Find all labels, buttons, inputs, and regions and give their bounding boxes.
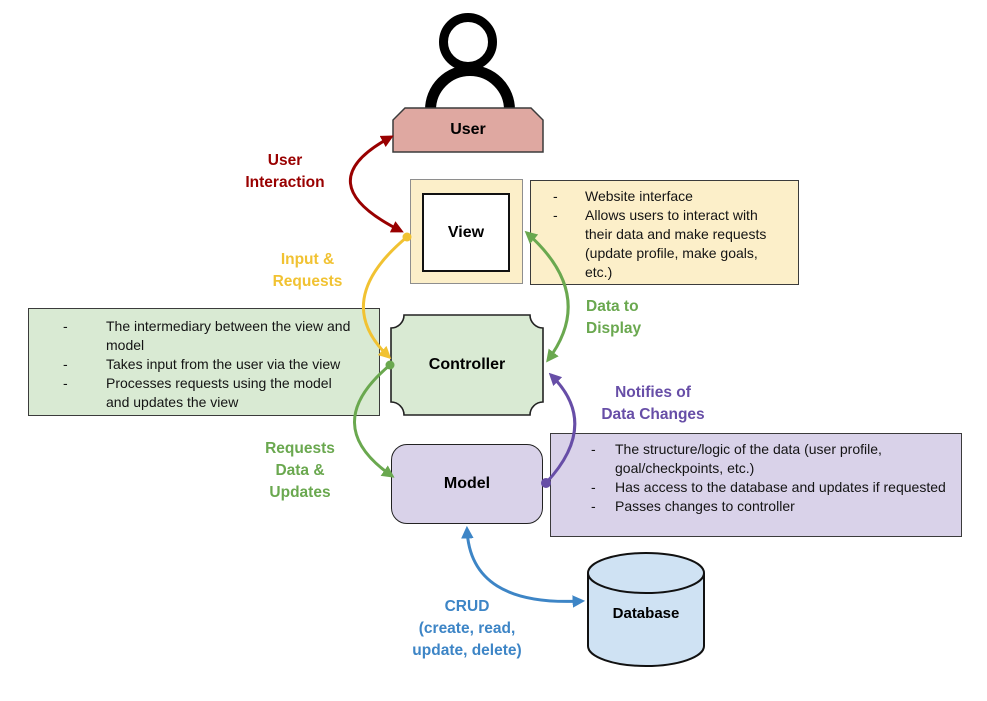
controller-note: - The intermediary between the view and …	[28, 308, 380, 416]
bullet-dash: -	[591, 498, 596, 514]
controller-label: Controller	[428, 356, 506, 373]
list-item: - Website interface	[553, 188, 693, 204]
list-item: - Passes changes to controller	[591, 498, 795, 514]
edge-label-crud: CRUD (create, read, update, delete)	[412, 598, 522, 659]
edge-label-requests-data-updates: Requests Data & Updates	[265, 440, 335, 501]
edge-label-notifies-of-data-changes: Notifies of Data Changes	[601, 384, 705, 423]
edge-label-data-to-display: Data to Display	[586, 298, 642, 337]
edge-label-user-interaction: User Interaction	[245, 152, 325, 191]
model-label: Model	[443, 475, 491, 492]
list-item: - The intermediary between the view and …	[63, 318, 351, 353]
list-item: - Takes input from the user via the view	[63, 356, 341, 372]
list-item: - Allows users to interact with their da…	[553, 207, 767, 280]
database-label: Database	[612, 604, 680, 622]
person-icon	[425, 13, 515, 111]
bullet-dash: -	[63, 356, 68, 372]
list-item: - The structure/logic of the data (user …	[591, 441, 882, 476]
bullet-dash: -	[591, 479, 596, 495]
view-node: View	[422, 193, 510, 272]
model-node: Model	[391, 444, 543, 524]
edge-label-input-requests: Input & Requests	[272, 251, 343, 290]
bullet-dash: -	[591, 441, 596, 457]
bullet-dash: -	[553, 207, 558, 223]
bullet-dash: -	[63, 318, 68, 334]
arrow-model-database	[461, 525, 586, 608]
user-label: User	[450, 121, 486, 138]
view-note: - Website interface - Allows users to in…	[530, 180, 799, 285]
view-label: View	[447, 223, 485, 241]
bullet-dash: -	[63, 375, 68, 391]
model-note: - The structure/logic of the data (user …	[550, 433, 962, 537]
bullet-dash: -	[553, 188, 558, 204]
list-item: - Processes requests using the model and…	[63, 375, 332, 410]
list-item: - Has access to the database and updates…	[591, 479, 946, 495]
